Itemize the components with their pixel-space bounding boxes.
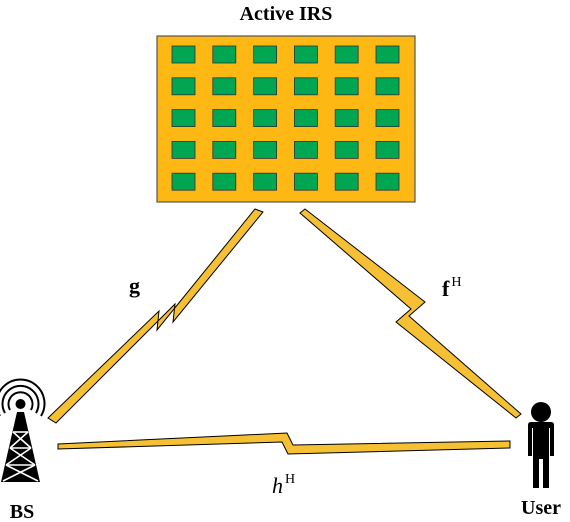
link-label-f-superscript: H xyxy=(451,275,461,290)
irs-element xyxy=(293,45,318,64)
link-bs-irs xyxy=(47,208,264,424)
link-label-h-symbol: h xyxy=(272,473,283,498)
irs-element xyxy=(293,140,318,159)
irs-element xyxy=(171,77,196,96)
link-label-g: g xyxy=(129,273,140,298)
active-irs-panel xyxy=(156,35,416,203)
irs-element xyxy=(212,140,237,159)
irs-element xyxy=(253,109,278,127)
user-label: User xyxy=(521,497,561,519)
link-label-f-symbol: f xyxy=(442,276,450,301)
irs-element xyxy=(334,109,359,127)
irs-element xyxy=(171,109,196,127)
irs-element xyxy=(293,109,318,127)
link-irs-user xyxy=(299,208,522,419)
irs-element xyxy=(293,77,318,96)
irs-element xyxy=(334,172,359,191)
irs-title: Active IRS xyxy=(240,3,333,25)
antenna-tower-icon xyxy=(0,378,46,482)
person-icon xyxy=(528,402,554,488)
irs-element xyxy=(334,140,359,159)
irs-panel-background xyxy=(156,35,416,203)
irs-element xyxy=(375,172,400,191)
irs-element xyxy=(253,172,278,191)
irs-element-grid xyxy=(171,45,400,191)
irs-element xyxy=(171,45,196,64)
irs-element xyxy=(171,172,196,191)
irs-element xyxy=(375,77,400,96)
link-label-h-superscript: H xyxy=(285,472,295,487)
irs-element xyxy=(293,172,318,191)
irs-element xyxy=(375,109,400,127)
irs-element xyxy=(212,45,237,64)
irs-element xyxy=(334,77,359,96)
irs-element xyxy=(334,45,359,64)
irs-element xyxy=(375,45,400,64)
irs-element xyxy=(375,140,400,159)
irs-element xyxy=(253,45,278,64)
irs-element xyxy=(253,77,278,96)
irs-element xyxy=(171,140,196,159)
irs-element xyxy=(253,140,278,159)
link-bs-user xyxy=(57,432,511,455)
irs-element xyxy=(212,77,237,96)
irs-element xyxy=(212,172,237,191)
bs-label: BS xyxy=(10,501,34,522)
irs-element xyxy=(212,109,237,127)
